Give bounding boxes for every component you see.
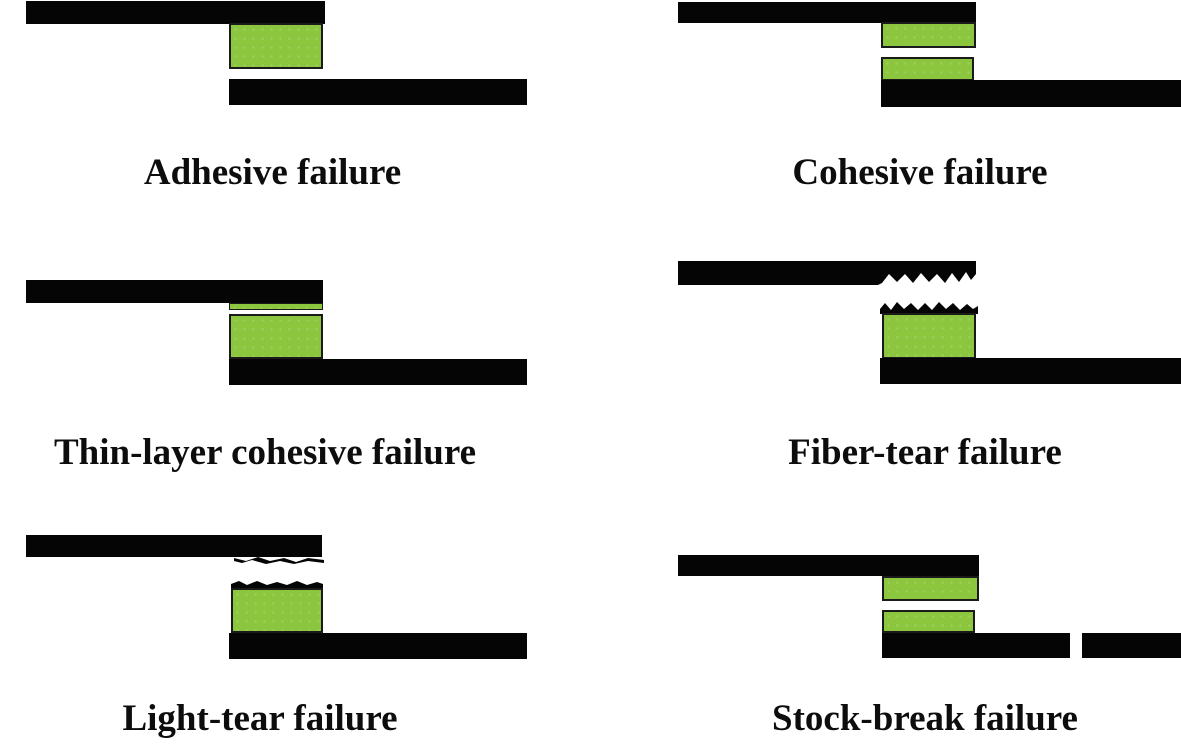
top-substrate-bar: [678, 555, 979, 576]
bottom-substrate-bar: [229, 633, 527, 659]
bottom-substrate-bar-broken-left: [882, 633, 1070, 658]
adhesive-layer-upper: [882, 576, 979, 601]
top-substrate-bar: [678, 2, 976, 23]
torn-light-skin-on-adhesive: [231, 581, 323, 589]
adhesive-layer: [231, 588, 323, 633]
bottom-substrate-bar: [881, 80, 1181, 107]
torn-fiber-fragment: [880, 302, 978, 314]
bottom-substrate-bar: [229, 359, 527, 385]
adhesive-layer: [229, 314, 323, 359]
panel-label: Thin-layer cohesive failure: [53, 432, 477, 473]
adhesive-layer-upper: [881, 22, 976, 48]
adhesive-layer: [882, 313, 976, 359]
top-substrate-bar: [26, 280, 323, 303]
top-substrate-bar: [26, 535, 322, 557]
bottom-substrate-bar-broken-right: [1082, 633, 1181, 658]
adhesive-layer-lower: [881, 57, 974, 81]
top-substrate-bar: [26, 1, 325, 24]
bottom-substrate-bar: [229, 79, 527, 105]
panel-label: Cohesive failure: [792, 152, 1048, 193]
panel-label: Adhesive failure: [143, 152, 402, 193]
torn-light-skin-on-top-bar: [234, 557, 324, 564]
adhesive-layer-lower: [882, 610, 975, 633]
panel-label: Light-tear failure: [122, 698, 398, 739]
panel-label: Fiber-tear failure: [788, 432, 1062, 473]
top-substrate-bar-torn: [678, 261, 976, 285]
adhesive-thin-film: [229, 303, 323, 310]
adhesive-layer: [229, 23, 323, 69]
bottom-substrate-bar: [880, 358, 1181, 384]
panel-label: Stock-break failure: [772, 698, 1078, 739]
